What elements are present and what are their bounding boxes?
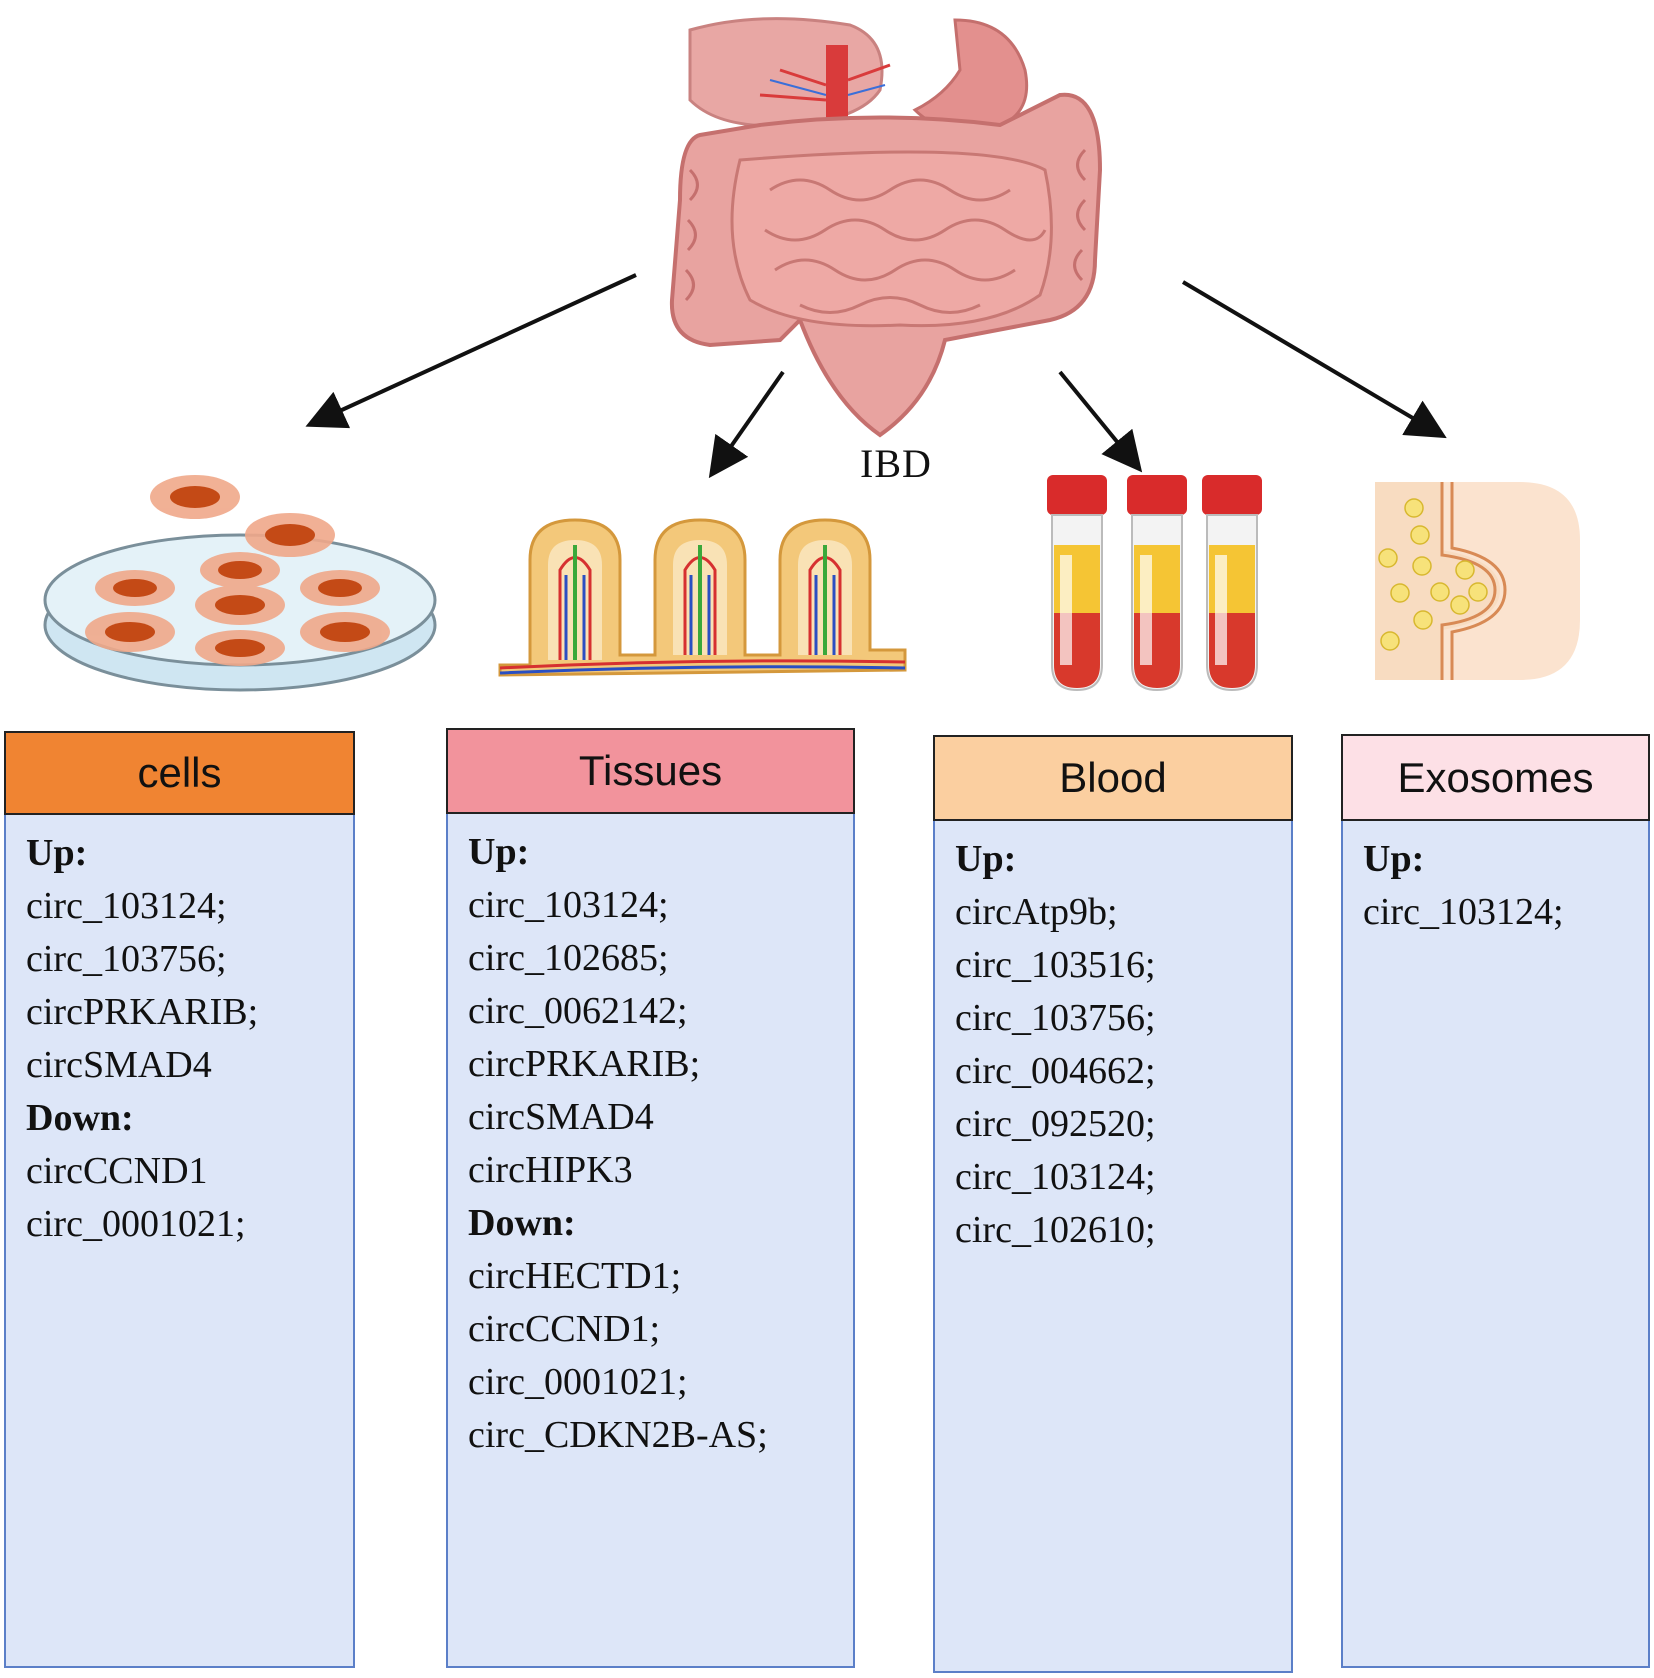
list-item: circAtp9b; — [955, 891, 1118, 933]
up-label: Up: — [1363, 838, 1425, 880]
column-body-exosomes: Up: circ_103124; — [1341, 821, 1650, 1668]
list-item: circ_102685; — [468, 937, 669, 979]
list-item: circ_103516; — [955, 944, 1156, 986]
illustration — [43, 17, 1580, 692]
exosome-icon — [1375, 482, 1580, 680]
list-item: circ_092520; — [955, 1103, 1156, 1145]
list-item: circSMAD4 — [468, 1096, 654, 1138]
column-title-tissues: Tissues — [578, 747, 723, 794]
arrows — [305, 273, 1447, 479]
blood-tubes-icon — [1047, 475, 1262, 692]
list-item: circ_103124; — [955, 1156, 1156, 1198]
list-item: circ_103124; — [468, 884, 669, 926]
column-title-blood: Blood — [1059, 754, 1167, 801]
column-header-exosomes: Exosomes — [1341, 734, 1650, 821]
up-label: Up: — [955, 838, 1017, 880]
up-label: Up: — [26, 832, 88, 874]
list-item: circ_004662; — [955, 1050, 1156, 1092]
arrow-to-cells — [305, 273, 637, 429]
list-item: circ_103756; — [955, 997, 1156, 1039]
column-title-cells: cells — [137, 749, 222, 796]
column-header-cells: cells — [4, 731, 355, 815]
column-title-exosomes: Exosomes — [1397, 753, 1594, 801]
list-item: circPRKARIB; — [26, 991, 259, 1033]
down-label: Down: — [26, 1097, 134, 1139]
list-item: circ_0062142; — [468, 990, 688, 1032]
column-body-blood: Up: circAtp9b; circ_103516; circ_103756;… — [933, 821, 1293, 1673]
list-item: circ_103124; — [1363, 891, 1564, 933]
list-item: circ_CDKN2B-AS; — [468, 1414, 768, 1456]
arrow-to-exosomes — [1181, 280, 1447, 439]
list-item: circ_103124; — [26, 885, 227, 927]
up-label: Up: — [468, 831, 530, 873]
ibd-label: IBD — [860, 441, 932, 486]
list-item: circHECTD1; — [468, 1255, 682, 1297]
column-tissues: Tissues Up: circ_103124; circ_102685; ci… — [446, 728, 855, 1668]
list-item: circ_102610; — [955, 1209, 1156, 1251]
list-item: circ_103756; — [26, 938, 227, 980]
column-blood: Blood Up: circAtp9b; circ_103516; circ_1… — [933, 735, 1293, 1673]
arrow-to-tissues — [708, 370, 785, 479]
list-item: circCCND1 — [26, 1150, 208, 1192]
column-exosomes: Exosomes Up: circ_103124; — [1341, 734, 1650, 1668]
intestinal-villi-icon — [498, 518, 907, 677]
list-item: circ_0001021; — [26, 1203, 246, 1245]
list-item: circCCND1; — [468, 1308, 661, 1350]
arrow-to-blood — [1058, 370, 1143, 473]
list-item: circ_0001021; — [468, 1361, 688, 1403]
down-label: Down: — [468, 1202, 576, 1244]
column-header-tissues: Tissues — [446, 728, 855, 814]
intestine-icon — [669, 17, 1103, 438]
column-header-blood: Blood — [933, 735, 1293, 821]
petri-dish-icon — [43, 475, 437, 692]
list-item: circHIPK3 — [468, 1149, 633, 1191]
list-item: circSMAD4 — [26, 1044, 212, 1086]
column-body-tissues: Up: circ_103124; circ_102685; circ_00621… — [446, 814, 855, 1668]
column-body-cells: Up: circ_103124; circ_103756; circPRKARI… — [4, 815, 355, 1668]
column-cells: cells Up: circ_103124; circ_103756; circ… — [4, 731, 355, 1668]
list-item: circPRKARIB; — [468, 1043, 701, 1085]
